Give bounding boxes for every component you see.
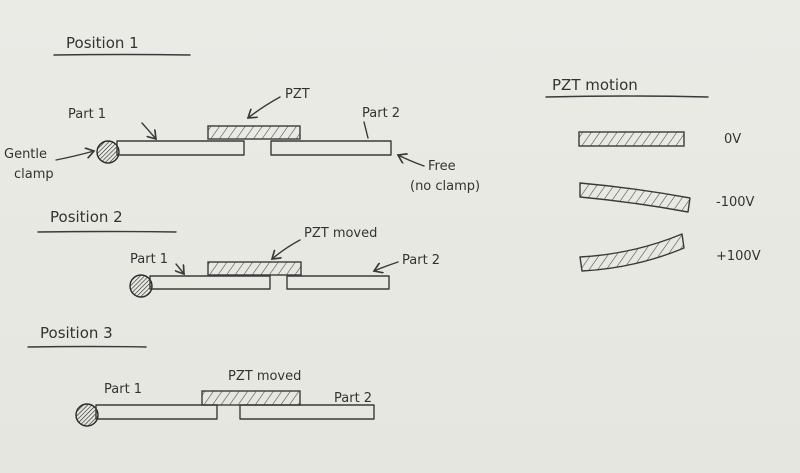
clamp-arrow [55, 151, 94, 161]
pzt-flat-shape [578, 131, 685, 147]
part-2-beam [270, 140, 392, 156]
part-1-beam [116, 140, 245, 156]
state-minus100v-label: -100V [716, 195, 755, 210]
position-2-heading: Position 2 [50, 208, 123, 226]
pzt-2 [207, 261, 302, 276]
pzt-3 [201, 390, 301, 406]
motion-heading: PZT motion [552, 76, 638, 94]
part-1-label: Part 1 [68, 107, 106, 122]
position-1-underline [53, 53, 191, 56]
part-2-label: Part 2 [362, 106, 400, 121]
part-2-label-3: Part 2 [334, 391, 372, 406]
gentle-label: Gentle [4, 147, 47, 162]
part-2-arrow-2 [374, 261, 399, 271]
state-plus100v-label: +100V [716, 249, 761, 264]
part-2-beam-3 [239, 404, 375, 420]
part-1-label-2: Part 1 [130, 252, 168, 267]
part-1-arrow-2 [176, 263, 184, 274]
pzt-bend-up-shape [579, 233, 685, 272]
clamp-2 [129, 274, 153, 298]
part-1-beam-2 [149, 275, 271, 290]
position-2: Position 2 Part 1 PZT moved Part 2 [37, 208, 440, 298]
state-0v-label: 0V [724, 132, 741, 147]
position-1: Position 1 Part 1 PZT Part 2 Gentle clam… [4, 34, 480, 194]
clamp-label: clamp [14, 167, 54, 182]
pzt-motion-legend: PZT motion 0V -100V +100V [545, 76, 761, 272]
part-1-arrow [141, 122, 156, 139]
pzt-label: PZT [285, 87, 310, 102]
free-arrow [398, 155, 425, 167]
part-1-label-3: Part 1 [104, 382, 142, 397]
pzt-1 [207, 125, 301, 140]
position-3-heading: Position 3 [40, 324, 113, 342]
part-2-pointer [363, 121, 369, 139]
position-2-underline [37, 230, 177, 233]
part-2-label-2: Part 2 [402, 253, 440, 268]
pzt-arrow [248, 96, 281, 118]
position-3: Position 3 Part 1 PZT moved Part 2 [27, 324, 375, 427]
clamp-3 [75, 403, 99, 427]
no-clamp-label: (no clamp) [410, 179, 480, 194]
pzt-arrow-2 [272, 239, 301, 259]
pzt-moved-label-2: PZT moved [304, 226, 377, 241]
free-label: Free [428, 159, 456, 174]
pzt-bend-down-shape [579, 182, 691, 213]
part-2-beam-2 [286, 275, 390, 290]
position-3-underline [27, 345, 147, 348]
motion-underline [545, 95, 709, 98]
part-1-beam-3 [95, 404, 218, 420]
pzt-moved-label-3: PZT moved [228, 369, 301, 384]
position-1-heading: Position 1 [66, 34, 139, 52]
clamp-1 [96, 140, 120, 164]
